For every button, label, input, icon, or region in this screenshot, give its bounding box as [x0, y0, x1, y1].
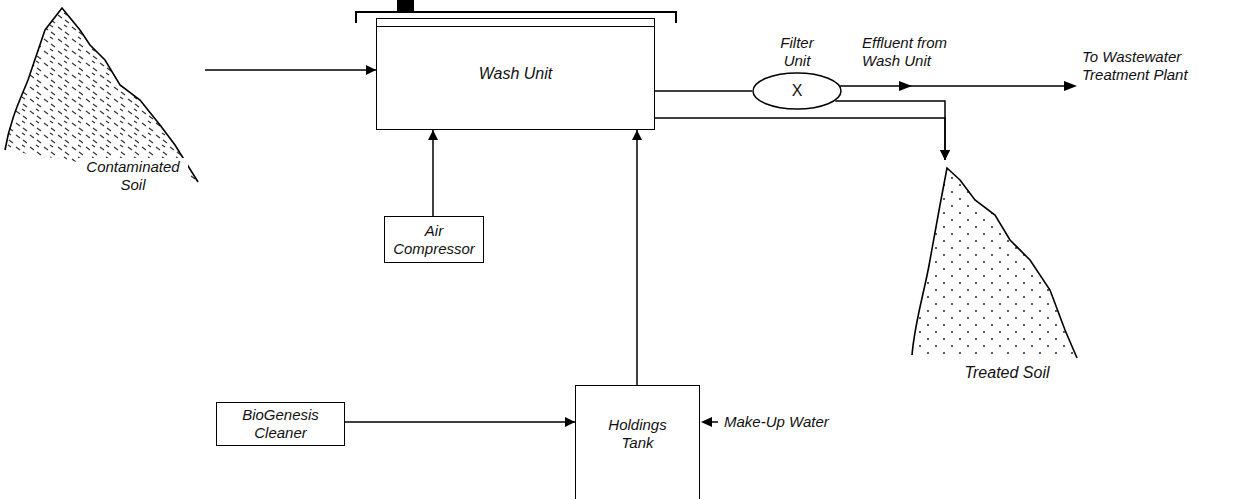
pile-fill	[912, 168, 1077, 358]
flow-connector	[345, 421, 575, 423]
annotation-label: Make-Up Water	[724, 413, 829, 431]
box-label: Wash Unit	[479, 65, 553, 83]
pile-label: Treated Soil	[940, 364, 1074, 382]
tank-box: Holdings Tank	[575, 385, 700, 499]
filter-mark: X	[792, 82, 803, 100]
process-box: Wash Unit	[376, 18, 655, 130]
flow-connector	[205, 69, 376, 71]
supply-box: BioGenesis Cleaner	[216, 402, 345, 446]
box-label: Holdings Tank	[598, 416, 678, 452]
inner-rim	[377, 26, 654, 27]
arrowhead	[701, 417, 712, 427]
flow-connector	[636, 130, 638, 385]
equipment-box: Air Compressor	[384, 216, 484, 263]
flow-connector	[655, 118, 945, 160]
pile-outline	[912, 168, 1077, 358]
lid-handle	[397, 0, 414, 12]
pile-label: Contaminated Soil	[78, 158, 188, 194]
box-label: Air Compressor	[391, 222, 477, 258]
soil-pile: Treated Soil	[900, 160, 1080, 392]
annotation-label: Effluent from Wash Unit	[862, 34, 977, 70]
arrowhead	[1064, 81, 1077, 91]
flow-connector	[432, 130, 434, 216]
flow-connector	[835, 101, 945, 160]
effluent-line	[840, 85, 1072, 87]
pile-fill	[5, 8, 198, 182]
soil-pile-outline	[900, 160, 1080, 392]
soil-pile: Contaminated Soil	[0, 0, 205, 205]
arrowhead	[899, 81, 912, 91]
flow-connector	[655, 90, 752, 92]
filter-heading: Filter Unit	[767, 34, 827, 70]
annotation-label: To Wastewater Treatment Plant	[1082, 48, 1232, 84]
box-label: BioGenesis Cleaner	[231, 406, 331, 442]
pile-outline	[5, 8, 198, 182]
filter-ellipse: Filter UnitX	[752, 72, 842, 110]
filter-ellipse-shape	[753, 73, 841, 109]
